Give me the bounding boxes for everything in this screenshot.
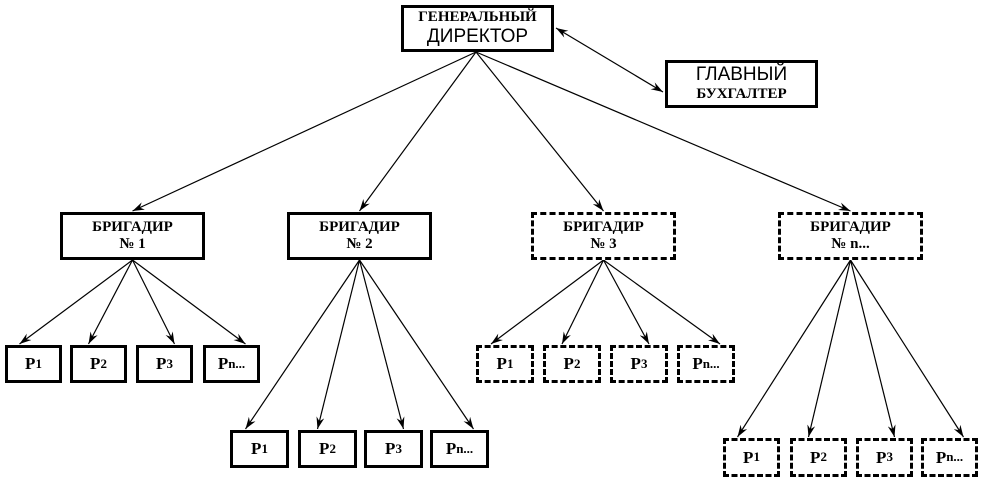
- foreman-worker-arrow: [603, 259, 721, 345]
- worker-letter: P: [876, 447, 887, 467]
- foreman-worker-arrow: [849, 259, 965, 438]
- worker-letter: P: [630, 354, 641, 374]
- foreman-worker-arrow: [132, 259, 246, 345]
- foreman-number: № 2: [346, 236, 373, 252]
- worker-index: n...: [228, 355, 246, 371]
- worker-index: 2: [820, 449, 827, 465]
- worker-letter: P: [935, 447, 947, 467]
- director-line2: ДИРЕКТОР: [426, 26, 529, 48]
- foreman-worker-arrow: [807, 259, 852, 438]
- worker-letter: P: [385, 439, 396, 459]
- worker-index: 1: [753, 449, 760, 465]
- worker-index: n...: [702, 355, 720, 371]
- worker-index: 3: [166, 355, 173, 371]
- foreman-worker-arrow: [87, 259, 134, 345]
- worker-index: 2: [329, 440, 336, 456]
- worker-index: 2: [573, 355, 581, 371]
- worker-index: 3: [395, 440, 402, 456]
- foreman-title: БРИГАДИР: [563, 218, 644, 235]
- worker-index: 1: [35, 355, 42, 371]
- foreman-number: № n...: [831, 236, 870, 252]
- foreman-number: № 3: [590, 236, 617, 252]
- director-foreman-arrow-3: [475, 51, 604, 212]
- worker-letter: P: [692, 354, 703, 374]
- director-box: ГЕНЕРАЛЬНЫЙ ДИРЕКТОР: [401, 5, 554, 52]
- foreman-worker-arrow: [316, 259, 361, 430]
- worker-index: 3: [640, 355, 648, 371]
- worker-index: 1: [261, 440, 268, 456]
- worker-letter: P: [496, 354, 507, 374]
- worker-index: n...: [946, 449, 964, 465]
- worker-letter: P: [251, 439, 262, 459]
- accountant-box: ГЛАВНЫЙ БУХГАЛТЕР: [665, 60, 818, 108]
- accountant-line1: ГЛАВНЫЙ: [695, 64, 788, 86]
- foreman-number: № 1: [119, 236, 146, 252]
- director-foreman-arrow-1: [132, 51, 477, 212]
- foreman-worker-arrow: [19, 259, 133, 345]
- foreman-worker-arrow: [561, 259, 605, 345]
- worker-index: 3: [886, 449, 893, 465]
- worker-index: n...: [456, 440, 474, 456]
- foreman-worker-arrow: [359, 259, 474, 430]
- director-accountant-arrow: [555, 27, 664, 93]
- worker-index: 2: [100, 355, 107, 371]
- director-foreman-arrow-4: [475, 51, 851, 212]
- foreman-title: БРИГАДИР: [810, 218, 891, 235]
- foreman-title: БРИГАДИР: [92, 218, 173, 235]
- director-line1: ГЕНЕРАЛЬНЫЙ: [418, 8, 537, 25]
- director-foreman-arrow-2: [359, 51, 477, 212]
- worker-letter: P: [156, 354, 167, 374]
- worker-letter: P: [90, 354, 101, 374]
- foreman-worker-arrow: [490, 259, 604, 345]
- foreman-worker-arrow: [131, 259, 176, 345]
- foreman-worker-arrow: [245, 259, 360, 430]
- foreman-worker-arrow: [736, 259, 852, 438]
- worker-letter: P: [25, 354, 36, 374]
- foreman-worker-arrow: [358, 259, 405, 430]
- worker-letter: P: [319, 439, 330, 459]
- foreman-worker-arrow: [602, 259, 650, 345]
- worker-index: 1: [506, 355, 514, 371]
- worker-letter: P: [217, 354, 229, 374]
- foreman-title: БРИГАДИР: [319, 218, 400, 235]
- worker-letter: P: [445, 439, 457, 459]
- worker-letter: P: [743, 447, 754, 467]
- foreman-worker-arrow: [849, 259, 896, 438]
- accountant-line2: БУХГАЛТЕР: [696, 86, 787, 103]
- worker-letter: P: [810, 447, 821, 467]
- worker-letter: P: [563, 354, 574, 374]
